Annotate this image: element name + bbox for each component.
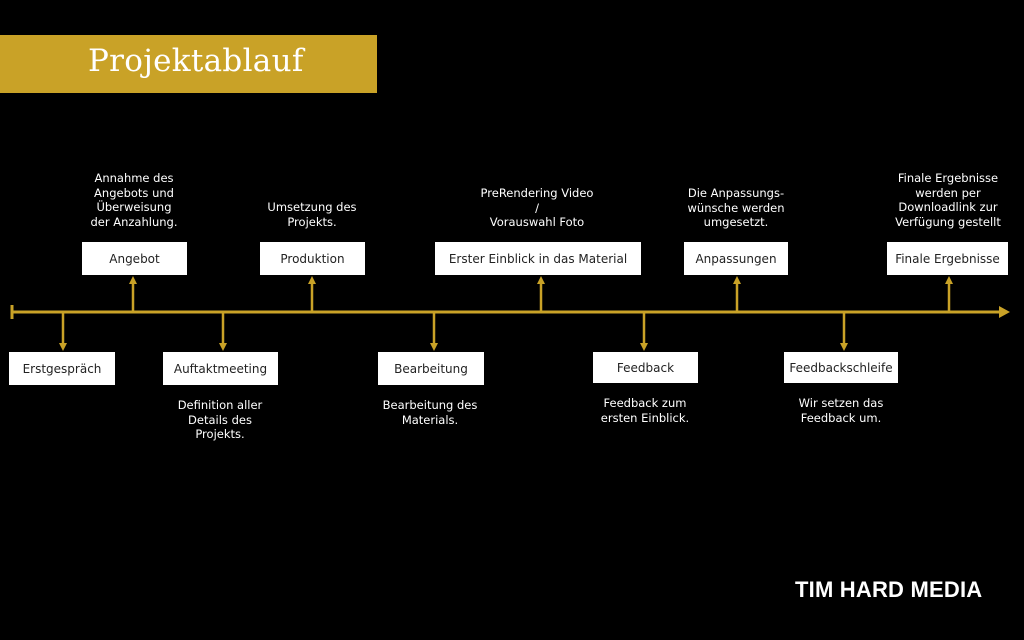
connectors [59, 276, 953, 351]
step-label-finale-ergebnisse: Finale Ergebnisse [895, 251, 1000, 266]
step-desc-erster-einblick: PreRendering Video / Vorauswahl Foto [480, 186, 594, 229]
step-box-finale-ergebnisse: Finale Ergebnisse [887, 242, 1008, 275]
step-box-bearbeitung: Bearbeitung [378, 352, 484, 385]
title-banner: Projektablauf [0, 35, 377, 93]
step-label-bearbeitung: Bearbeitung [394, 361, 468, 376]
step-box-feedback: Feedback [593, 352, 698, 383]
step-label-auftaktmeeting: Auftaktmeeting [173, 361, 268, 376]
step-desc-feedback: Feedback zum ersten Einblick. [600, 396, 690, 425]
step-label-feedbackschleife: Feedbackschleife [789, 360, 893, 375]
brand-logo-text: TIM HARD MEDIA [795, 577, 983, 602]
step-box-feedbackschleife: Feedbackschleife [784, 352, 898, 383]
step-label-anpassungen: Anpassungen [695, 251, 777, 266]
step-desc-auftaktmeeting: Definition aller Details des Projekts. [177, 398, 263, 441]
step-box-produktion: Produktion [260, 242, 365, 275]
step-desc-angebot: Annahme des Angebots und Überweisung der… [90, 171, 178, 229]
timeline-end-arrow [999, 306, 1010, 318]
page-title: Projektablauf [88, 43, 304, 79]
step-desc-anpassungen: Die Anpassungs- wünsche werden umgesetzt… [687, 186, 785, 229]
step-box-angebot: Angebot [82, 242, 187, 275]
step-box-anpassungen: Anpassungen [684, 242, 788, 275]
step-label-erstgespraech: Erstgespräch [22, 361, 102, 376]
step-desc-produktion: Umsetzung des Projekts. [267, 200, 357, 229]
step-label-feedback: Feedback [616, 360, 675, 375]
step-label-produktion: Produktion [280, 251, 345, 266]
step-desc-finale-ergebnisse: Finale Ergebnisse werden per Downloadlin… [895, 171, 1001, 229]
step-desc-feedbackschleife: Wir setzen das Feedback um. [798, 396, 884, 425]
step-label-angebot: Angebot [109, 251, 160, 266]
step-desc-bearbeitung: Bearbeitung des Materials. [382, 398, 478, 427]
step-label-erster-einblick: Erster Einblick in das Material [448, 251, 628, 266]
step-box-erster-einblick: Erster Einblick in das Material [435, 242, 641, 275]
step-box-auftaktmeeting: Auftaktmeeting [163, 352, 278, 385]
step-box-erstgespraech: Erstgespräch [9, 352, 115, 385]
